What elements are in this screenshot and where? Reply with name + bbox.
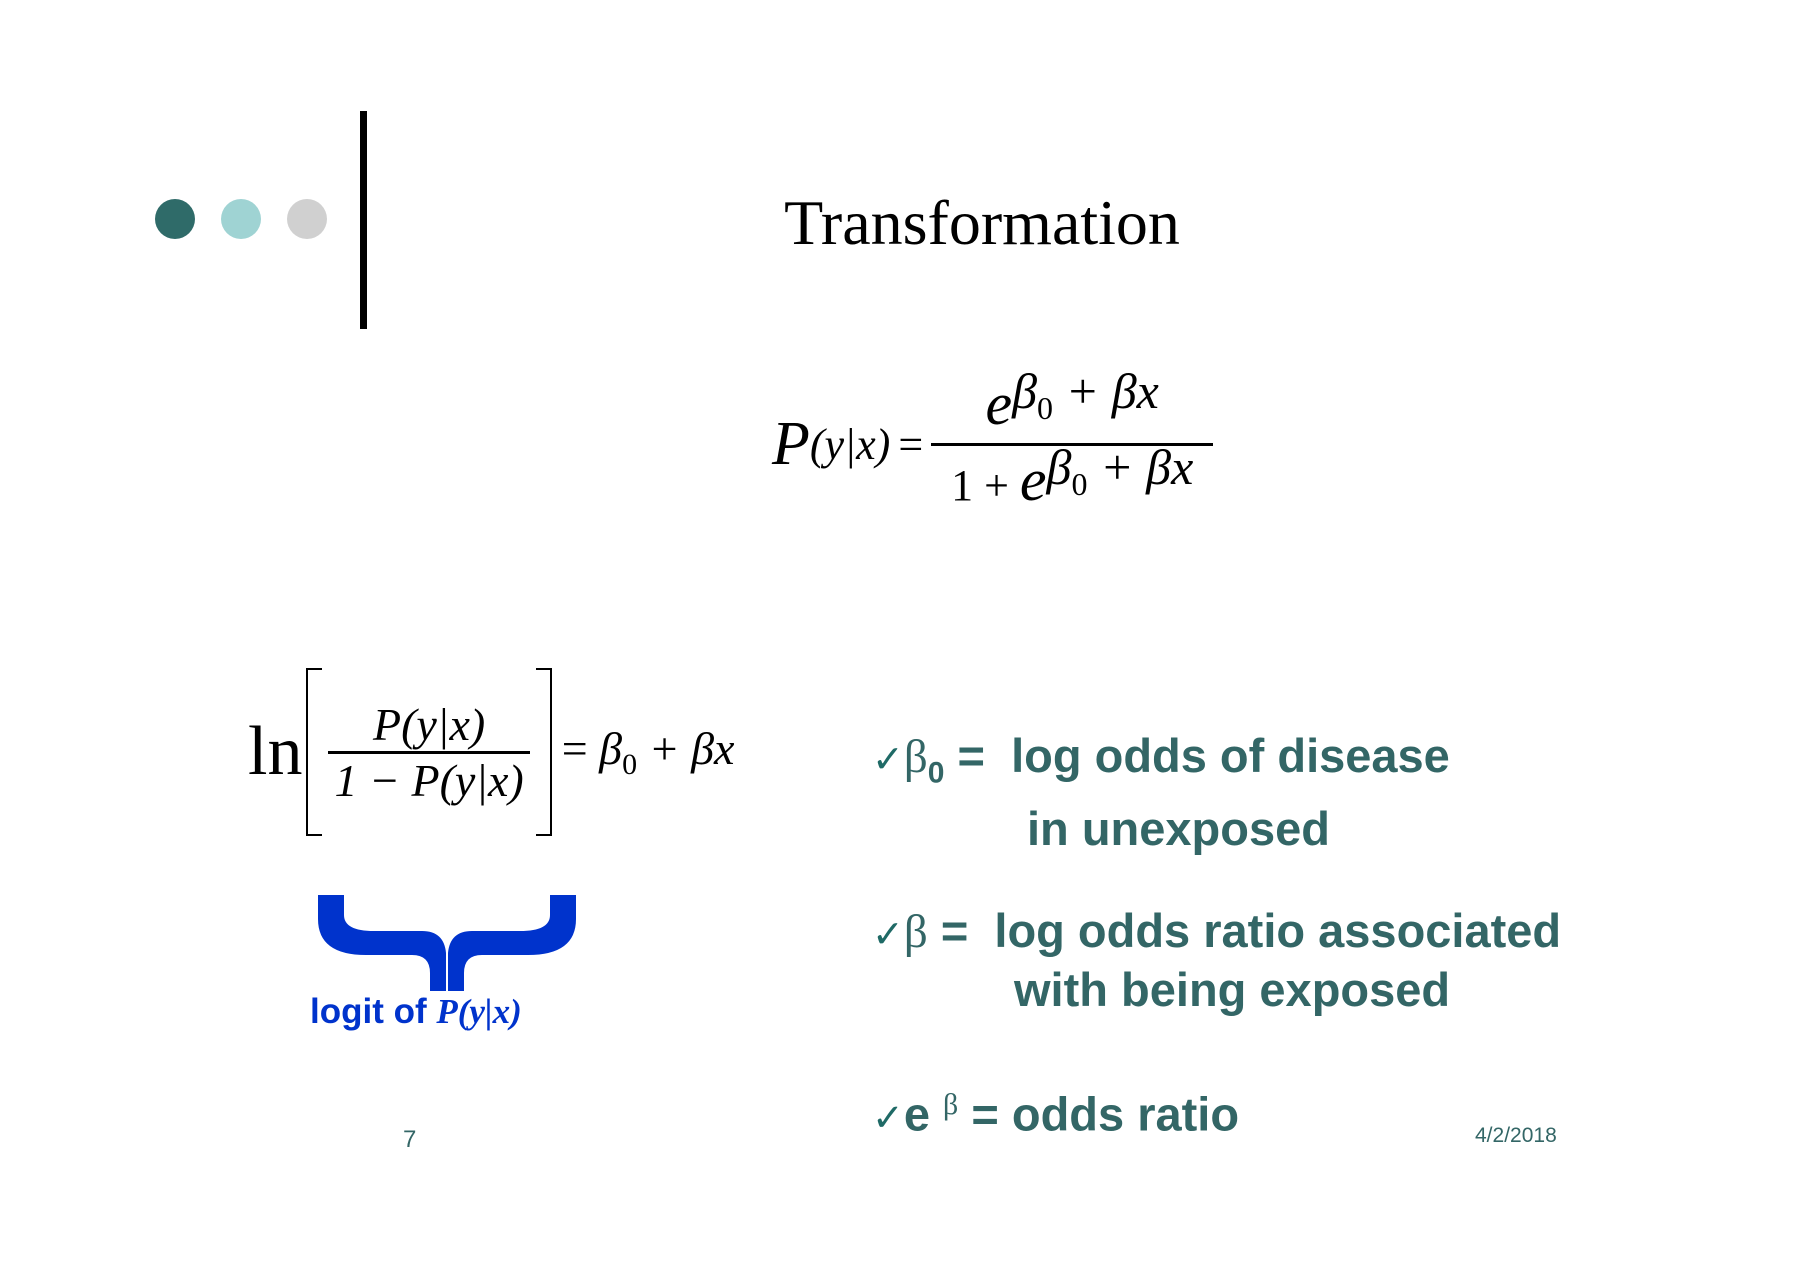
page-number: 7 [403, 1126, 417, 1153]
bullet-beta: ✓β = log odds ratio associated with bein… [872, 904, 1562, 1016]
slide-title: Transformation [784, 187, 1180, 258]
logit-formula: ln P(y|x) 1 − P(y|x) = β0 + βx [248, 668, 734, 836]
bullet-e-beta: ✓e β = odds ratio [872, 1087, 1240, 1141]
check-icon: ✓ [872, 912, 904, 956]
logit-label-expr: P(y|x) [436, 992, 522, 1031]
vertical-divider [360, 111, 367, 329]
curly-brace-icon [318, 895, 576, 991]
decor-dot-dark [155, 199, 195, 239]
odds-denominator: 1 − P(y|x) [328, 750, 530, 807]
logit-rhs: = β0 + βx [561, 722, 735, 782]
logit-label: logit of P(y|x) [310, 992, 522, 1032]
formula-args: (y|x) [809, 420, 891, 469]
formula-denominator: 1 + eβ0 + βx [931, 439, 1214, 519]
formula-eq: = [898, 420, 924, 469]
odds-numerator: P(y|x) [372, 698, 486, 750]
ln-symbol: ln [248, 713, 303, 790]
formula-numerator: eβ0 + βx [985, 363, 1159, 437]
odds-fraction: P(y|x) 1 − P(y|x) [328, 698, 530, 807]
logistic-formula: P (y|x) = eβ0 + βx 1 + eβ0 + βx [772, 363, 1214, 519]
formula-p: P [772, 410, 810, 478]
decor-dot-light [221, 199, 261, 239]
logit-label-prefix: logit of [310, 992, 437, 1031]
slide-date: 4/2/2018 [1475, 1124, 1557, 1147]
check-icon: ✓ [872, 1095, 904, 1140]
formula-fraction: eβ0 + βx 1 + eβ0 + βx [931, 363, 1214, 519]
check-icon: ✓ [872, 737, 904, 781]
decor-dot-gray [287, 199, 327, 239]
bullet-beta0: ✓β0 = log odds of disease in unexposed [872, 729, 1450, 856]
